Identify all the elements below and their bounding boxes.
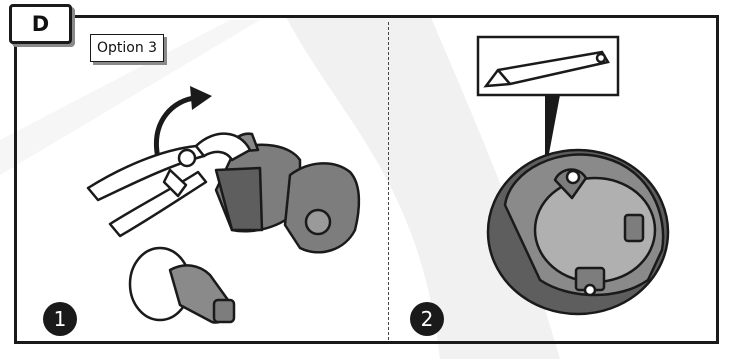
step-divider — [388, 22, 389, 340]
option-label: Option 3 — [90, 34, 165, 62]
panel-frame — [14, 15, 719, 344]
step-2-badge: 2 — [410, 302, 444, 336]
step-1-badge: 1 — [43, 302, 77, 336]
section-tab: D — [9, 4, 72, 44]
